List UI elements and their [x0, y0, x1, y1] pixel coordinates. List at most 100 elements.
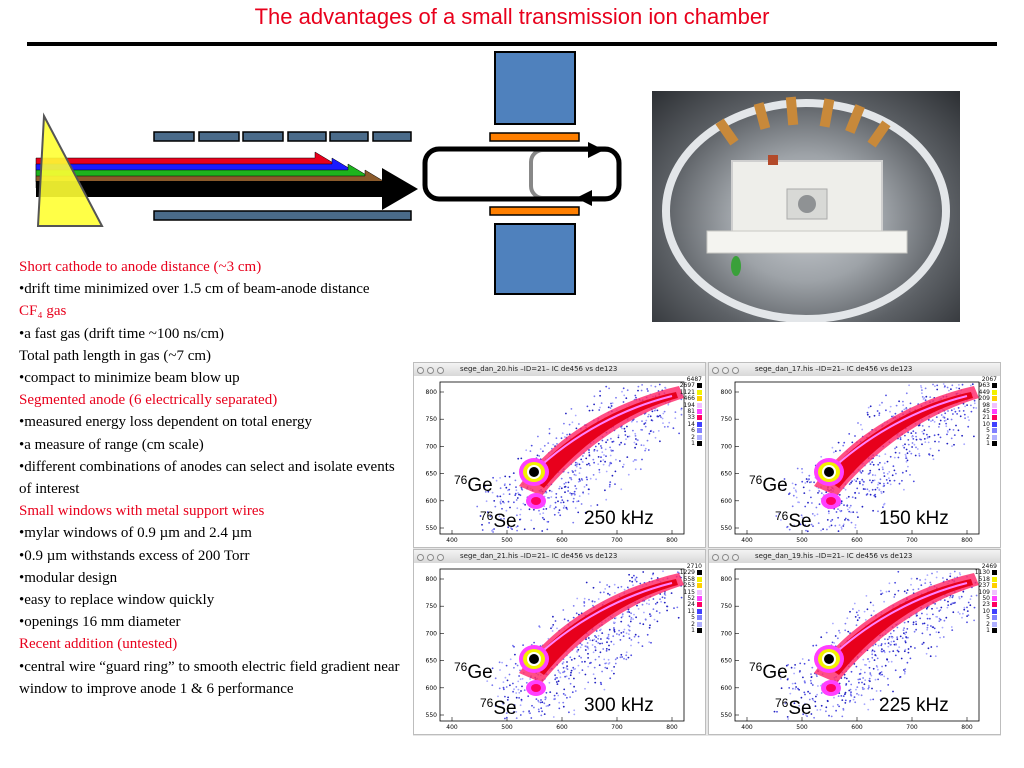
color-scale-value: 98 — [982, 401, 990, 409]
note-bullet: •a measure of range (cm scale) — [19, 434, 404, 456]
note-bullet: •central wire “guard ring” to smooth ele… — [19, 656, 404, 700]
minimize-button[interactable] — [722, 367, 729, 374]
color-scale-entry: 10 — [975, 608, 997, 615]
upper-electrodes — [153, 131, 412, 142]
close-button[interactable] — [712, 367, 719, 374]
mass-number: 76 — [775, 696, 789, 710]
zoom-button[interactable] — [732, 554, 739, 561]
histogram-density — [486, 570, 684, 720]
window-controls[interactable] — [712, 366, 742, 379]
note-bullet: •modular design — [19, 567, 404, 589]
note-text: central wire “guard ring” to smooth elec… — [19, 658, 400, 697]
note-bullet: •drift time minimized over 1.5 cm of bea… — [19, 278, 404, 300]
bullet-dot: • — [19, 547, 25, 564]
histogram-panel: sege_dan_20.his –ID=21– IC de456 vs de12… — [413, 362, 706, 548]
lower-detector-block — [494, 223, 576, 295]
minimize-button[interactable] — [427, 367, 434, 374]
color-scale-entry: 2067 — [979, 376, 997, 383]
beam-rate-label: 250 kHz — [584, 508, 654, 529]
x-tick-label: 400 — [741, 724, 753, 731]
y-tick-label: 800 — [426, 389, 438, 396]
window-titlebar[interactable]: sege_dan_17.his –ID=21– IC de456 vs de12… — [709, 363, 1000, 376]
color-scale-entry: 2 — [680, 621, 702, 628]
color-scale-entry: 52 — [680, 595, 702, 602]
color-swatch — [697, 421, 702, 427]
title-divider — [27, 42, 997, 46]
y-tick-label: 750 — [426, 603, 438, 610]
note-bullet: •compact to minimize beam blow up — [19, 367, 404, 389]
note-text: drift time minimized over 1.5 cm of beam… — [24, 281, 370, 298]
lower-window — [489, 206, 580, 216]
minimize-button[interactable] — [427, 554, 434, 561]
color-swatch — [992, 589, 997, 595]
color-scale-value: 23 — [982, 601, 990, 609]
y-tick-label: 650 — [426, 471, 438, 478]
color-swatch — [697, 409, 702, 415]
ge-label: 76Ge — [454, 473, 493, 497]
y-tick-label: 750 — [721, 603, 733, 610]
x-tick-label: 400 — [741, 537, 753, 544]
window-controls[interactable] — [417, 366, 447, 379]
x-tick-label: 700 — [611, 724, 623, 731]
minimize-button[interactable] — [722, 554, 729, 561]
se-label: 76Se — [775, 696, 812, 720]
window-titlebar[interactable]: sege_dan_19.his –ID=21– IC de456 vs de12… — [709, 550, 1000, 563]
color-scale-entry: 2 — [680, 434, 702, 441]
color-scale-entry: 24 — [680, 602, 702, 608]
color-scale-entry: 6487 — [680, 376, 702, 383]
zoom-button[interactable] — [437, 367, 444, 374]
color-swatch — [697, 615, 702, 621]
y-tick-label: 750 — [721, 416, 733, 423]
x-tick-label: 700 — [611, 537, 623, 544]
x-tick-label: 800 — [666, 537, 678, 544]
color-scale-value: 209 — [978, 395, 990, 403]
y-tick-label: 550 — [721, 712, 733, 719]
zoom-button[interactable] — [437, 554, 444, 561]
close-button[interactable] — [417, 367, 424, 374]
y-tick-label: 600 — [426, 685, 438, 692]
x-tick-label: 500 — [796, 724, 808, 731]
color-scale-value: 1229 — [679, 569, 695, 577]
bullet-dot: • — [19, 569, 25, 586]
color-scale-entry: 558 — [680, 576, 702, 583]
window-title: sege_dan_19.his –ID=21– IC de456 vs de12… — [755, 552, 913, 560]
element-symbol: Ge — [762, 475, 788, 496]
ge-label: 76Ge — [454, 660, 493, 684]
note-bullet: •openings 16 mm diameter — [19, 611, 404, 633]
window-controls[interactable] — [417, 553, 447, 566]
feature-notes: Short cathode to anode distance (~3 cm) … — [19, 256, 404, 700]
close-button[interactable] — [712, 554, 719, 561]
y-tick-label: 650 — [721, 471, 733, 478]
y-tick-label: 700 — [721, 630, 733, 637]
color-swatch — [697, 383, 702, 389]
note-bullet: •a fast gas (drift time ~100 ns/cm) — [19, 323, 404, 345]
chamber-window — [786, 188, 828, 220]
histogram-density — [476, 383, 684, 533]
close-button[interactable] — [417, 554, 424, 561]
color-scale-value: 1 — [986, 440, 990, 448]
ge-label: 76Ge — [749, 660, 788, 684]
color-scale-value: 2 — [986, 433, 990, 441]
color-swatch — [992, 596, 997, 602]
color-scale-value: 33 — [687, 414, 695, 422]
color-scale-value: 1 — [691, 627, 695, 635]
color-scale-value: 21 — [982, 414, 990, 422]
element-symbol: Ge — [762, 662, 788, 683]
circulation-arrow-top — [588, 142, 604, 158]
color-swatch — [992, 570, 997, 576]
color-scale-value: 1121 — [679, 388, 695, 396]
mass-number: 76 — [749, 660, 763, 674]
window-titlebar[interactable]: sege_dan_21.his –ID=21– IC de456 vs de12… — [414, 550, 705, 563]
ion-chamber-photo — [652, 91, 960, 322]
x-tick-label: 800 — [961, 537, 973, 544]
element-symbol: Se — [788, 698, 812, 719]
zoom-button[interactable] — [732, 367, 739, 374]
color-scale-value: 11 — [687, 607, 695, 615]
window-titlebar[interactable]: sege_dan_20.his –ID=21– IC de456 vs de12… — [414, 363, 705, 376]
x-tick-label: 600 — [851, 537, 863, 544]
window-controls[interactable] — [712, 553, 742, 566]
